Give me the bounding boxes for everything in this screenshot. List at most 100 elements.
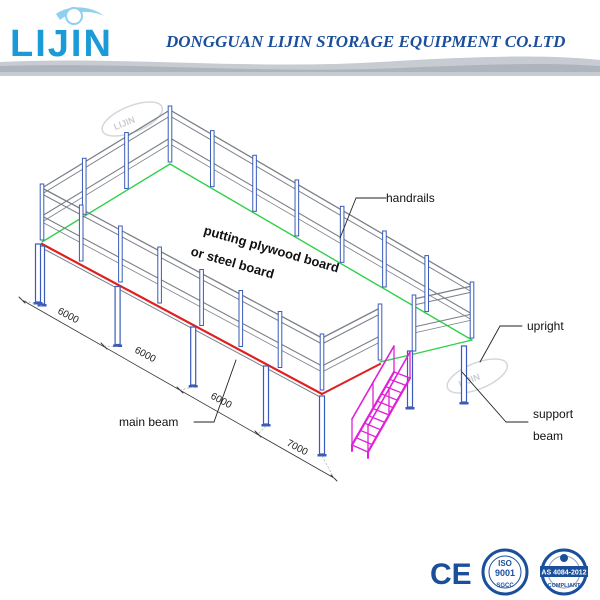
leader-handrails bbox=[339, 197, 357, 239]
upright-baseplate bbox=[188, 385, 198, 388]
company-name: DONGGUAN LIJIN STORAGE EQUIPMENT CO.LTD bbox=[165, 32, 565, 51]
handrail-post-back bbox=[424, 255, 429, 313]
handrail-post-front bbox=[277, 311, 283, 368]
handrail-front-mid bbox=[41, 215, 323, 367]
deck-edge-back bbox=[169, 163, 473, 341]
main-beam-front bbox=[40, 242, 324, 396]
deck-edge-left bbox=[41, 163, 171, 243]
label-upright: upright bbox=[527, 319, 564, 333]
handrail-post-back bbox=[469, 281, 475, 339]
brand-name: LIJIN bbox=[10, 23, 113, 65]
deck-edge-right bbox=[409, 339, 473, 356]
upright-baseplate bbox=[261, 424, 271, 427]
dimension-lines bbox=[18, 296, 338, 482]
upright-baseplate bbox=[459, 402, 469, 405]
handrail-back-top-inner bbox=[169, 115, 473, 293]
handrail-notch-front-top bbox=[321, 307, 381, 339]
handrail-post-front bbox=[319, 333, 325, 391]
handrail-back-top bbox=[169, 109, 473, 287]
handrail-post-notch bbox=[377, 303, 383, 361]
handrail-right-mid-inner bbox=[413, 319, 473, 334]
ce-mark-text: CE bbox=[430, 558, 472, 591]
watermark-logo: LIJIN bbox=[446, 358, 509, 394]
as-standard-text: AS 4084-2012 bbox=[541, 570, 586, 577]
handrail-post-front bbox=[199, 269, 204, 326]
upright-front bbox=[190, 326, 197, 386]
staircase bbox=[350, 345, 412, 459]
stair-tread bbox=[355, 437, 373, 446]
stair-tread bbox=[376, 400, 394, 409]
stair-tread bbox=[372, 407, 390, 416]
upright-baseplate bbox=[405, 407, 415, 410]
handrail-right-top bbox=[413, 285, 473, 300]
header-banner: LIJIN DONGGUAN LIJIN STORAGE EQUIPMENT C… bbox=[0, 7, 600, 76]
handrail-front-top bbox=[41, 187, 323, 339]
handrail-post-left bbox=[124, 132, 129, 190]
stair-tread bbox=[389, 378, 407, 387]
handrail-front-mid-inner bbox=[41, 221, 323, 373]
label-main-beam: main beam bbox=[119, 415, 178, 429]
handrail-post-left bbox=[81, 157, 87, 215]
label-support-beam-2: beam bbox=[533, 429, 563, 443]
certification-marks: CE ISO 9001 SGCC AS 4084-2012 COMPLIANT bbox=[430, 548, 588, 596]
handrail-right-mid bbox=[413, 313, 473, 328]
handrail-left-mid-inner bbox=[41, 143, 171, 223]
handrail-post-back bbox=[339, 205, 345, 263]
upright-baseplate bbox=[113, 344, 123, 347]
handrail-post-front bbox=[157, 246, 162, 304]
iso-number-text: 9001 bbox=[495, 568, 515, 578]
as-4084-badge: AS 4084-2012 COMPLIANT bbox=[540, 548, 588, 596]
dimension-extension bbox=[321, 455, 335, 479]
main-beam-return bbox=[321, 363, 381, 395]
label-support-beam-1: support bbox=[533, 407, 574, 421]
handrail-left-mid bbox=[41, 137, 171, 217]
upright-baseplate bbox=[317, 454, 327, 457]
label-leaders bbox=[193, 197, 529, 423]
main-beam-underside bbox=[41, 247, 323, 399]
dimension-4: 7000 bbox=[285, 438, 310, 458]
handrail-back-mid-inner bbox=[169, 143, 473, 321]
deck-edges bbox=[40, 163, 473, 399]
stair-tread bbox=[393, 371, 411, 379]
dimension-extension bbox=[179, 386, 194, 391]
handrail-post-back bbox=[252, 154, 257, 212]
dimension-tick bbox=[254, 430, 262, 438]
leader-upright bbox=[479, 325, 501, 363]
handrail-notch-front-mid-inner bbox=[321, 341, 381, 373]
upright-front bbox=[318, 395, 326, 455]
stair-tread bbox=[351, 444, 369, 453]
ce-mark: CE bbox=[430, 558, 472, 591]
upright-front-left bbox=[34, 243, 42, 303]
dimension-extension bbox=[21, 299, 43, 307]
watermark-ring bbox=[446, 358, 509, 394]
handrail-back-mid bbox=[169, 137, 473, 315]
handrail-post-left bbox=[167, 105, 173, 163]
handrail-post-left bbox=[39, 183, 45, 241]
handrail-post-back bbox=[382, 230, 387, 288]
brand-logo: LIJIN bbox=[10, 7, 113, 65]
watermark-ring bbox=[101, 101, 164, 137]
handrail-right-top-inner bbox=[413, 291, 473, 306]
as-bottom-text: COMPLIANT bbox=[548, 583, 581, 589]
dimension-extension bbox=[257, 425, 267, 435]
handrail-left-top-inner bbox=[41, 115, 171, 195]
upright-front bbox=[262, 365, 270, 425]
iso-top-text: ISO bbox=[498, 559, 512, 568]
handrail-notch-front-top-inner bbox=[321, 313, 381, 345]
iso-bottom-text: SGCC bbox=[496, 583, 514, 589]
dimension-1: 6000 bbox=[56, 306, 81, 326]
handrail-post-front bbox=[118, 225, 123, 283]
handrail-post-back bbox=[294, 179, 300, 237]
handrail-front-top-inner bbox=[41, 193, 323, 345]
stair-tread bbox=[384, 385, 403, 394]
upright-baseplate bbox=[37, 304, 47, 307]
handrail-notch-front-mid bbox=[321, 335, 381, 367]
handrail-system bbox=[39, 105, 475, 391]
handrail-post-back bbox=[209, 130, 215, 188]
leader-support bbox=[461, 371, 507, 423]
iso-9001-badge: ISO 9001 SGCC bbox=[481, 548, 529, 596]
leader-main-beam bbox=[213, 359, 237, 423]
upright-baseplate bbox=[33, 302, 43, 305]
